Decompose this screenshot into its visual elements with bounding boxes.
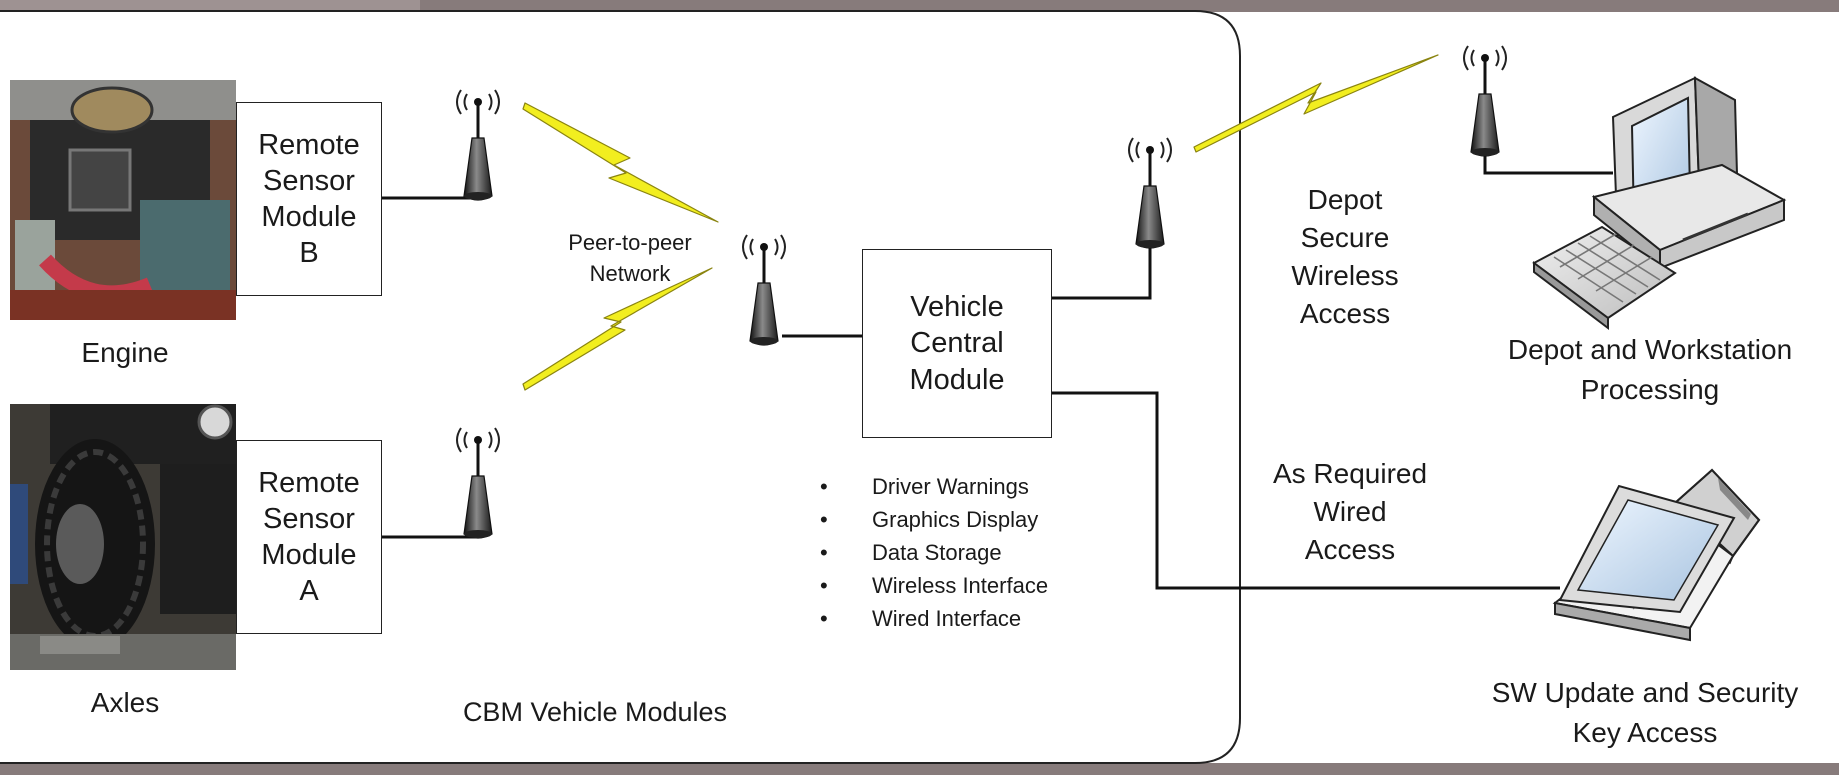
wire-laptop [1052,391,1560,590]
module-a-line: Remote [258,466,360,499]
top-tab [0,0,420,12]
vehicle-central-module: Vehicle Central Module [862,249,1052,438]
peer-network-label: Peer-to-peer Network [540,228,720,290]
laptop-lid [1558,484,1736,614]
remote-sensor-module-a: Remote Sensor Module A [236,440,382,634]
central-module-line: Module [909,363,1005,396]
feature-item: Data Storage [820,536,1048,569]
central-module-line: Vehicle [910,291,1004,324]
depot-secure-label: Depot Secure Wireless Access [1260,181,1430,333]
axles-photo [10,404,236,670]
workstation-computer-icon [1532,76,1787,331]
module-a-line: Sensor [263,502,355,535]
lightning-bolt-depot [1193,54,1439,153]
as-required-line: Access [1304,534,1396,565]
depot-secure-line: Depot [1307,184,1383,215]
cbm-vehicle-modules-label: CBM Vehicle Modules [462,697,728,727]
feature-item: Graphics Display [820,503,1048,536]
as-required-line: As Required [1272,458,1428,489]
lightning-bolt-upper [522,102,719,223]
depot-secure-line: Access [1299,298,1391,329]
module-a-line: A [299,575,319,608]
sw-update-line: SW Update and Security [1491,677,1799,708]
module-b-line: Module [261,201,357,233]
lightning-bolt-lower [522,267,713,391]
module-b-line: B [299,237,319,270]
depot-workstation-line: Processing [1580,374,1720,405]
central-module-line: Central [910,327,1004,360]
depot-workstation-label: Depot and Workstation Processing [1470,330,1830,410]
sw-update-line: Key Access [1572,717,1718,748]
module-b-line: Sensor [263,164,355,197]
wire-central-antenna [1052,242,1152,300]
depot-secure-line: Secure [1300,222,1390,253]
feature-item: Driver Warnings [820,470,1048,503]
wireless-links [522,54,1439,391]
central-module-features: Driver Warnings Graphics Display Data St… [820,470,1048,635]
as-required-label: As Required Wired Access [1240,455,1460,569]
axles-label: Axles [90,687,160,718]
peer-network-line: Peer-to-peer [568,230,692,255]
as-required-line: Wired [1313,496,1387,527]
engine-photo [10,80,236,320]
peer-network-line: Network [589,260,671,286]
feature-item: Wireless Interface [820,569,1048,602]
depot-secure-line: Wireless [1291,260,1399,291]
module-a-line: Module [261,539,357,571]
remote-sensor-module-b: Remote Sensor Module B [236,102,382,296]
feature-item: Wired Interface [820,602,1048,635]
module-b-line: Remote [258,128,360,161]
sw-update-label: SW Update and Security Key Access [1460,673,1830,753]
engine-label: Engine [81,337,169,368]
depot-workstation-line: Depot and Workstation [1507,334,1793,365]
